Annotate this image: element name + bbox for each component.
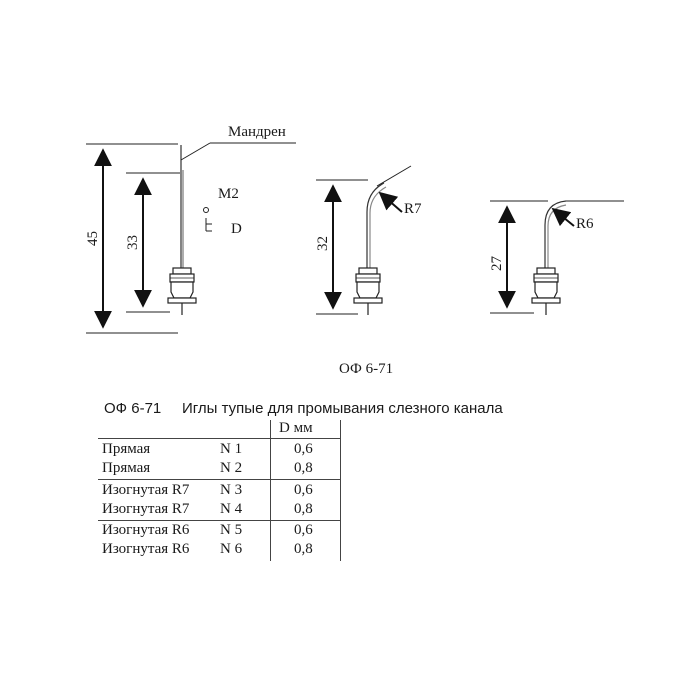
dimension-overall-value: 45	[85, 231, 101, 246]
row-type: Изогнутая R6	[102, 522, 190, 538]
tip-detail	[203, 207, 212, 232]
table-right-border	[340, 420, 341, 561]
row-number: N 3	[220, 482, 243, 498]
dimension-straight	[126, 172, 180, 313]
radius-r6-pointer	[551, 207, 575, 227]
dimension-bent-r6-value: 27	[489, 256, 505, 272]
row-divider	[98, 479, 341, 480]
dimension-bent-r7	[316, 179, 368, 315]
bent-needle-r6	[531, 200, 624, 316]
header-underline	[98, 438, 341, 439]
d-label: D	[231, 221, 242, 237]
r6-label: R6	[576, 216, 594, 232]
row-diameter: 0,8	[294, 541, 313, 557]
column-header-diameter: D мм	[279, 420, 313, 436]
row-number: N 4	[220, 501, 243, 517]
m2-label: M2	[218, 186, 239, 202]
r7-label: R7	[404, 201, 422, 217]
table-code: ОФ 6-71	[104, 400, 162, 417]
row-diameter: 0,6	[294, 522, 313, 538]
row-number: N 2	[220, 460, 243, 476]
dimension-bent-r7-value: 32	[315, 236, 331, 251]
table-column-divider	[270, 420, 271, 561]
row-diameter: 0,8	[294, 460, 313, 476]
dimension-overall	[86, 143, 178, 334]
row-number: N 6	[220, 541, 243, 557]
mandrel-leader	[180, 142, 296, 161]
row-diameter: 0,6	[294, 482, 313, 498]
table-title: Иглы тупые для промывания слезного канал…	[182, 400, 503, 417]
row-type: Изогнутая R6	[102, 541, 190, 557]
row-diameter: 0,8	[294, 501, 313, 517]
row-type: Изогнутая R7	[102, 482, 190, 498]
row-type: Изогнутая R7	[102, 501, 190, 517]
bent-needle-r7	[353, 165, 412, 316]
straight-needle	[167, 145, 197, 316]
dimension-straight-value: 33	[125, 235, 141, 250]
row-diameter: 0,6	[294, 441, 313, 457]
model-caption: ОФ 6-71	[339, 361, 393, 377]
row-divider	[98, 520, 341, 521]
row-type: Прямая	[102, 441, 151, 457]
row-number: N 1	[220, 441, 243, 457]
row-number: N 5	[220, 522, 243, 538]
radius-r7-pointer	[378, 191, 403, 213]
mandrel-label: Мандрен	[228, 124, 286, 140]
row-type: Прямая	[102, 460, 151, 476]
dimension-bent-r6	[490, 200, 548, 314]
